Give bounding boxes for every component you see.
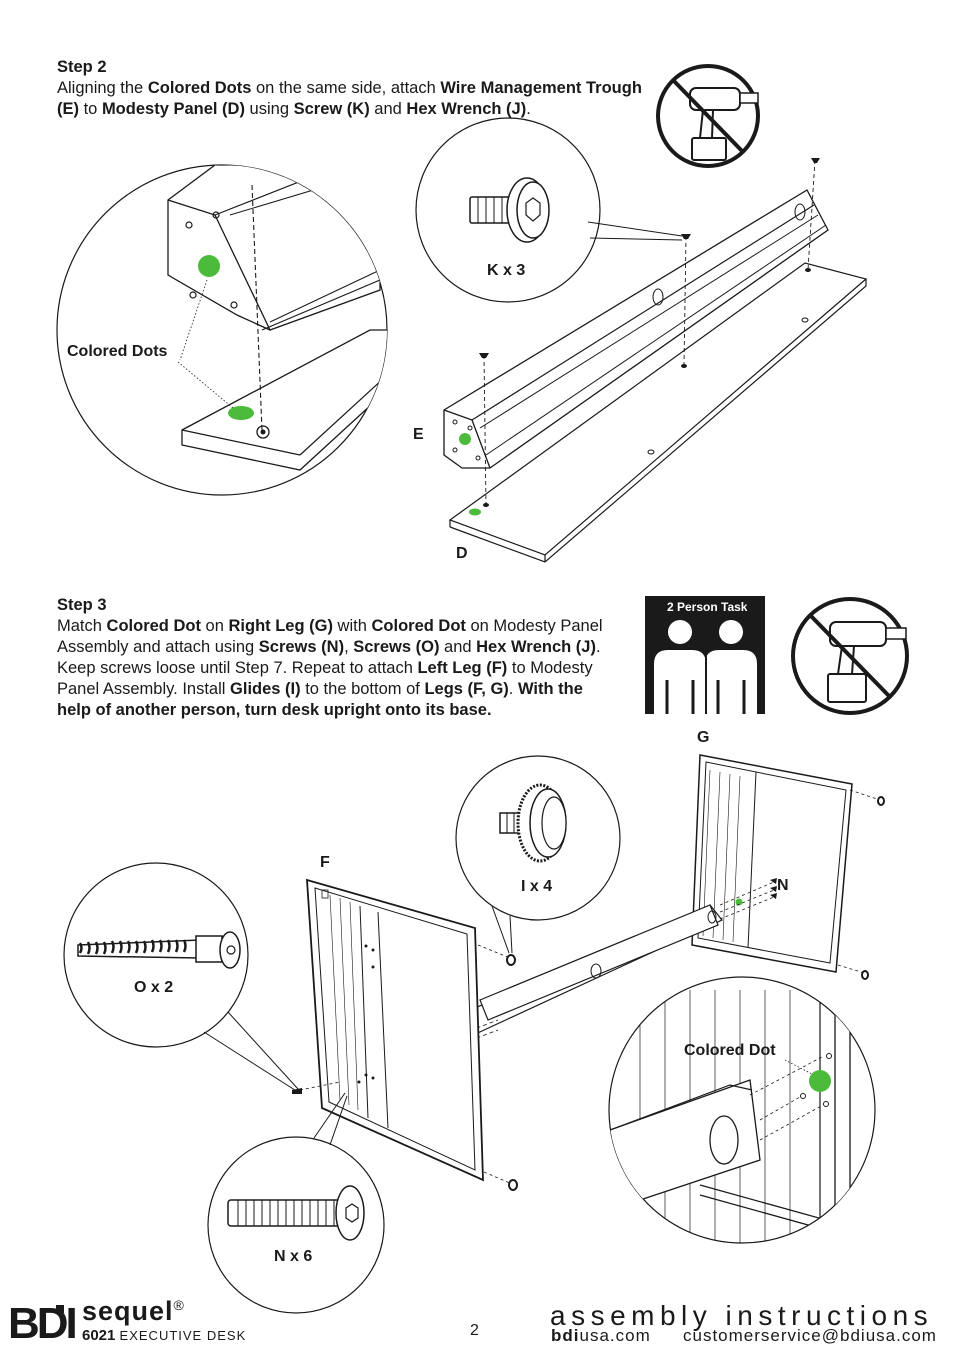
text-run: Colored Dot [106, 617, 201, 635]
detail-zoom-screw-n [207, 1092, 385, 1314]
detail-zoom-colored-dot [608, 976, 876, 1244]
detail-zoom-glide-i [455, 755, 621, 954]
product-name-text: sequel [82, 1296, 174, 1326]
text-run: and [439, 638, 477, 656]
no-power-drill-icon [656, 64, 760, 168]
label-e: E [413, 426, 424, 443]
text-run: Aligning the [57, 79, 148, 97]
label-g: G [697, 729, 710, 746]
text-run: Wire Management Trough (E) [57, 79, 642, 118]
label-n-qty: N x 6 [274, 1248, 313, 1265]
text-run: Colored Dot [371, 617, 466, 635]
detail-zoom-screw-k [415, 117, 683, 303]
text-run: with [332, 617, 372, 635]
step-2-title: Step 2 [57, 58, 107, 76]
step-3-body: Match Colored Dot on Right Leg (G) with … [57, 617, 603, 719]
support-email[interactable]: customerservice@bdiusa.com [683, 1326, 937, 1345]
registered-mark: ® [173, 1297, 185, 1313]
model-number: 6021 [82, 1327, 116, 1344]
text-run: to Modesty Panel Assembly. Install [57, 659, 593, 698]
label-o-qty: O x 2 [134, 979, 174, 996]
text-run: . [526, 100, 531, 118]
step-3-title: Step 3 [57, 596, 107, 614]
text-run: Left Leg (F) [417, 659, 508, 677]
bdi-logo: BDI [8, 1299, 78, 1348]
text-run: and [369, 100, 407, 118]
text-run: With the help of another person, turn de… [57, 680, 583, 719]
text-run: . Keep screws loose until Step 7. Repeat… [57, 638, 601, 677]
text-run: Glides (I) [230, 680, 301, 698]
step-3-instructions: Step 3 Match Colored Dot on Right Leg (G… [57, 595, 617, 721]
assembly-instructions-heading: assembly instructions [550, 1300, 934, 1331]
label-f: F [320, 854, 330, 871]
two-person-task-label: 2 Person Task [667, 600, 748, 614]
website-rest: usa.com [579, 1326, 651, 1345]
model-line: 6021 EXECUTIVE DESK [82, 1327, 246, 1344]
website-link[interactable]: bdiusa.com [551, 1326, 651, 1346]
bdi-logo-mark [56, 1305, 64, 1313]
text-run: on Modesty Panel Assembly and attach usi… [57, 617, 603, 656]
detail-zoom-colored-dots [56, 164, 388, 496]
glide-markers [477, 789, 885, 1191]
text-run: Screw (K) [293, 100, 370, 118]
text-run: on [200, 617, 229, 635]
left-leg-f-drawing [292, 878, 484, 1182]
text-run: Screws (N) [258, 638, 345, 656]
label-k-qty: K x 3 [487, 262, 526, 279]
label-i-qty: I x 4 [521, 878, 553, 895]
text-run: Legs (F, G) [424, 680, 509, 698]
label-colored-dots: Colored Dots [67, 343, 168, 360]
website-bold: bdi [551, 1326, 580, 1345]
label-d: D [456, 545, 468, 562]
step-2-body: Aligning the Colored Dots on the same si… [57, 79, 642, 118]
text-run: on the same side, attach [251, 79, 441, 97]
page-number: 2 [470, 1322, 479, 1339]
text-run: to the bottom of [300, 680, 425, 698]
text-run: to [79, 100, 102, 118]
detail-zoom-screw-o [63, 862, 299, 1093]
text-run: , [344, 638, 354, 656]
two-person-task-icon [645, 596, 765, 714]
text-run: Right Leg (G) [228, 617, 333, 635]
label-colored-dot: Colored Dot [684, 1042, 776, 1059]
text-run: . [508, 680, 518, 698]
label-n: N [777, 877, 789, 894]
model-name: EXECUTIVE DESK [119, 1328, 247, 1343]
text-run: Colored Dots [147, 79, 252, 97]
product-name: sequel® [82, 1296, 185, 1327]
no-power-drill-icon [791, 597, 909, 715]
text-run: Match [57, 617, 107, 635]
text-run: Modesty Panel (D) [101, 100, 245, 118]
right-leg-g-drawing [691, 754, 853, 973]
text-run: Hex Wrench (J) [406, 100, 527, 118]
step-2-instructions: Step 2 Aligning the Colored Dots on the … [57, 57, 657, 120]
text-run: Screws (O) [353, 638, 440, 656]
text-run: using [244, 100, 294, 118]
trough-e-and-panel-d-drawing [443, 158, 868, 563]
text-run: Hex Wrench (J) [476, 638, 596, 656]
